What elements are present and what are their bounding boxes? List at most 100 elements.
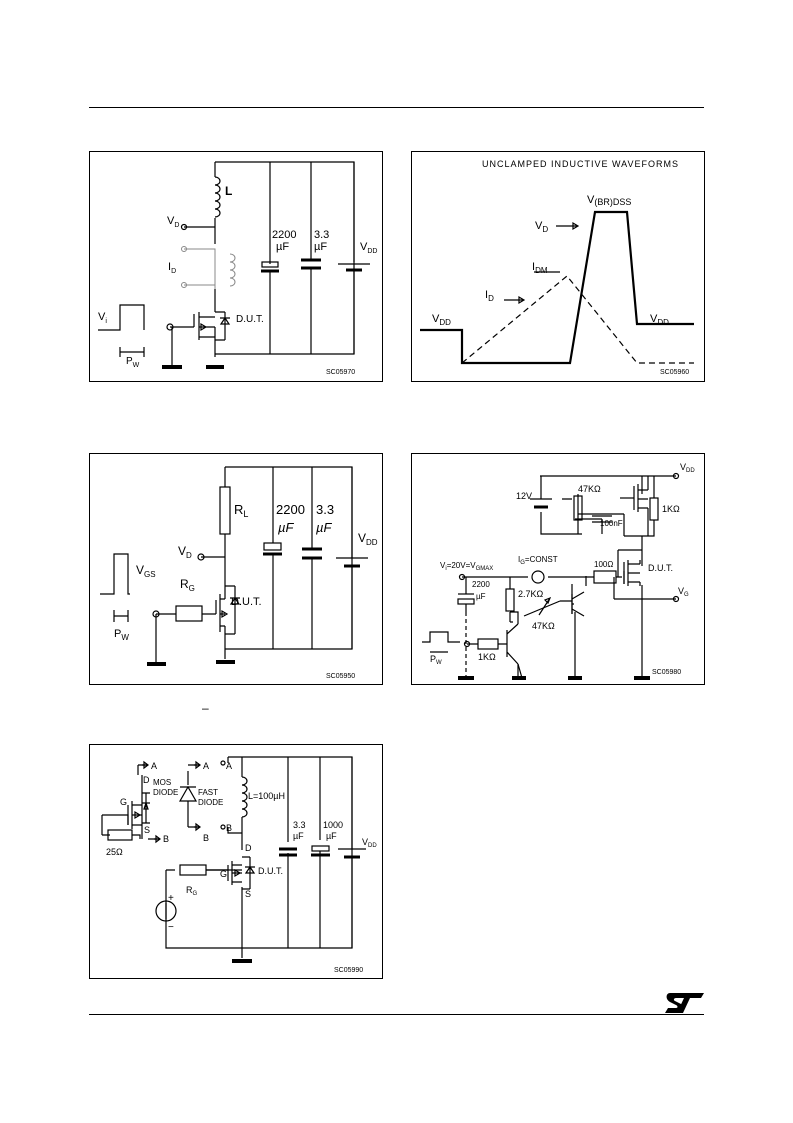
label-minus: − bbox=[168, 922, 174, 933]
resistor-1k-left bbox=[477, 638, 499, 650]
resistor-47k-top bbox=[573, 495, 583, 521]
resistor-47k-mid-arrow bbox=[538, 596, 552, 616]
label-rg: RG bbox=[186, 885, 198, 897]
label-cap2-value: 1000 bbox=[323, 820, 343, 830]
figure-code: SC05950 bbox=[326, 673, 355, 680]
label-id: ID bbox=[485, 289, 494, 303]
label-vd: VD bbox=[178, 544, 192, 560]
resistor-100-ohm bbox=[593, 570, 617, 584]
label-a-left: A bbox=[151, 761, 157, 771]
resistor-1k-right bbox=[649, 497, 659, 521]
top-rule bbox=[89, 107, 704, 108]
resistor-2-7k bbox=[505, 588, 515, 612]
label-a-mid: A bbox=[203, 761, 209, 771]
label-vdd-right: VDD bbox=[650, 313, 669, 327]
input-pulse bbox=[422, 631, 460, 653]
st-logo bbox=[665, 993, 704, 1013]
id-terminal-top bbox=[181, 246, 187, 252]
label-l: L bbox=[225, 184, 232, 198]
label-inductor: L=100µH bbox=[248, 791, 285, 801]
label-pw: PW bbox=[114, 628, 129, 642]
label-47k-mid: 47KΩ bbox=[532, 621, 555, 631]
arrow-b-left bbox=[154, 834, 161, 844]
label-g: G bbox=[120, 797, 127, 807]
label-vbr-dss: V(BR)DSS bbox=[587, 194, 631, 207]
label-pw: PW bbox=[126, 356, 140, 369]
label-mos-diode: DIODE bbox=[153, 788, 178, 797]
terminal-b-mid bbox=[220, 824, 226, 830]
resistor-rg bbox=[179, 864, 207, 876]
mosfet-dut bbox=[215, 581, 241, 635]
figure-code: SC05980 bbox=[652, 669, 681, 676]
label-fast: FAST bbox=[198, 788, 218, 797]
label-2-7k: 2.7KΩ bbox=[518, 589, 544, 599]
label-cap1-value: 3.3 bbox=[293, 820, 306, 830]
stray-minus-mark: – bbox=[202, 701, 209, 715]
label-cap1-unit: µF bbox=[278, 520, 294, 535]
vd-waveform bbox=[420, 210, 694, 365]
capacitor-2200uf bbox=[263, 542, 282, 551]
label-dut: D.U.T. bbox=[236, 314, 264, 325]
label-b-mid2: B bbox=[226, 823, 232, 833]
fig-switching-times-circuit: RL 2200 µF 3.3 µF VDD VD VGS RG D.U.T. P… bbox=[89, 453, 383, 685]
label-vd: VD bbox=[167, 215, 179, 229]
capacitor-2200uf-b bbox=[457, 598, 475, 605]
input-pulse bbox=[98, 304, 145, 357]
label-a-mid2: A bbox=[226, 761, 232, 771]
circuit-wires bbox=[170, 161, 355, 365]
mosfet-dut bbox=[193, 311, 231, 341]
resistor-47k-mid bbox=[523, 600, 561, 617]
label-pw: PW bbox=[430, 654, 442, 666]
label-cap2-unit: µF bbox=[316, 520, 332, 535]
current-source bbox=[531, 570, 545, 584]
label-cap1-value: 2200 bbox=[276, 502, 305, 517]
label-100nf: 100nF bbox=[600, 519, 623, 528]
id-terminal-bottom bbox=[181, 282, 187, 288]
bottom-rule bbox=[89, 1014, 704, 1015]
label-25-ohm: 25Ω bbox=[106, 847, 123, 857]
label-vdd-left: VDD bbox=[432, 313, 451, 327]
capacitor-2200uf bbox=[261, 261, 279, 268]
label-47k-top: 47KΩ bbox=[578, 484, 601, 494]
label-cap2-value: 3.3 bbox=[314, 229, 329, 241]
label-dut: D.U.T. bbox=[258, 866, 283, 876]
label-plus: + bbox=[168, 893, 174, 904]
label-1k-left: 1KΩ bbox=[478, 652, 496, 662]
label-rl: RL bbox=[234, 502, 248, 519]
arrow-a-left bbox=[142, 760, 149, 770]
label-vg: VG bbox=[678, 586, 689, 598]
circuit-wires bbox=[155, 466, 353, 664]
vg-terminal bbox=[672, 595, 680, 603]
label-vdd: VDD bbox=[680, 462, 695, 474]
waveform-title: UNCLAMPED INDUCTIVE WAVEFORMS bbox=[482, 159, 679, 169]
circuit-wires bbox=[462, 475, 676, 679]
inductor-l bbox=[241, 776, 248, 818]
vd-terminal bbox=[197, 553, 205, 561]
current-probe-coil bbox=[229, 253, 236, 287]
label-vdd: VDD bbox=[358, 531, 378, 547]
vi-terminal bbox=[458, 573, 466, 581]
label-100-ohm: 100Ω bbox=[594, 560, 613, 569]
label-b-left: B bbox=[163, 834, 169, 844]
terminal-a-mid bbox=[220, 760, 226, 766]
label-mos: MOS bbox=[153, 778, 171, 787]
arrow-id bbox=[504, 295, 526, 305]
label-vi: Vi=20V=VGMAX bbox=[440, 561, 493, 572]
label-cap2-unit: µF bbox=[314, 241, 327, 253]
label-fast-diode: DIODE bbox=[198, 798, 223, 807]
label-cap1-value: 2200 bbox=[272, 229, 296, 241]
arrow-a-mid bbox=[194, 760, 201, 770]
label-s2: S bbox=[245, 889, 251, 899]
label-cap1-unit: µF bbox=[293, 831, 304, 841]
label-b-mid: B bbox=[203, 833, 209, 843]
circuit-wires bbox=[101, 756, 353, 958]
vdd-terminal bbox=[672, 472, 680, 480]
label-cap2-value: 3.3 bbox=[316, 502, 334, 517]
resistor-rg bbox=[175, 605, 203, 622]
mosfet-dut bbox=[206, 856, 256, 890]
label-id: ID bbox=[168, 261, 176, 275]
arrow-b-mid bbox=[194, 822, 201, 832]
pw-terminal bbox=[463, 640, 471, 648]
fig-unclamped-inductive-waveforms: UNCLAMPED INDUCTIVE WAVEFORMS V(BR)DSS V… bbox=[411, 151, 705, 382]
fig-diode-recovery-circuit: A D MOS DIODE G S B 25Ω A A FAST DIODE L… bbox=[89, 744, 383, 979]
